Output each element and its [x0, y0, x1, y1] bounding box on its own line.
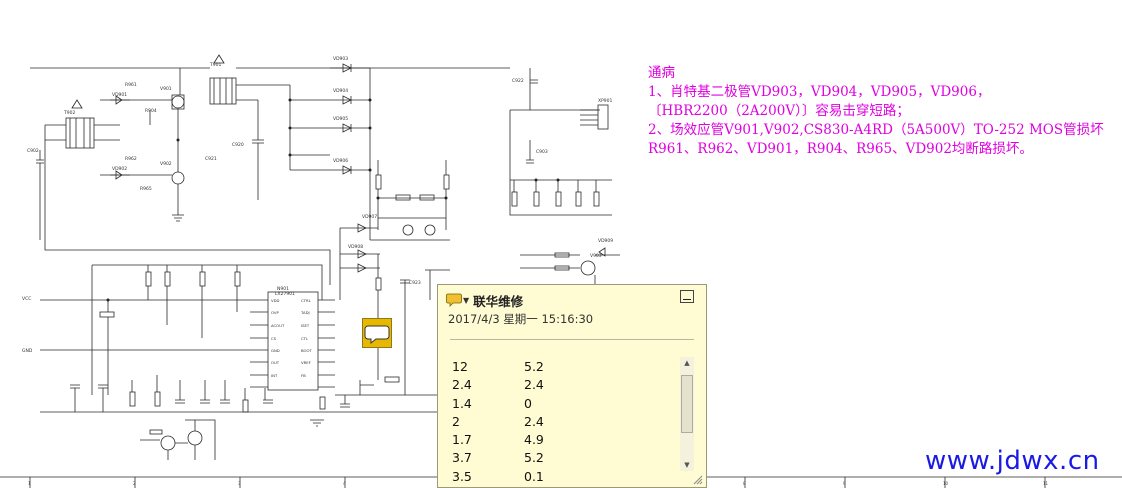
comment-header[interactable]: ▼ 联华维修 — [446, 291, 523, 309]
scroll-down-icon[interactable]: ▼ — [684, 461, 690, 469]
ic-pin-label: CTRL — [301, 298, 312, 303]
schematic-label: V901 — [160, 86, 172, 92]
schematic-label: V902 — [160, 161, 172, 167]
schematic-label: XP901 — [598, 98, 613, 104]
ruler-label: 11 — [1043, 481, 1049, 486]
ruler-label: 8 — [743, 481, 746, 486]
resize-grip-icon[interactable] — [693, 475, 703, 485]
schematic-label: C902 — [27, 148, 39, 154]
ic-pin-label: ACOUT — [271, 323, 285, 328]
schematic-label: R965 — [140, 186, 152, 192]
schematic-label: VD905 — [333, 116, 348, 122]
schematic-label: N901 — [277, 286, 289, 292]
schematic-label: R961 — [125, 82, 137, 88]
schematic-label: VCC — [22, 296, 31, 302]
comment-marker-icon[interactable] — [362, 318, 392, 348]
schematic-label: C920 — [232, 142, 244, 148]
schematic-label: R962 — [125, 156, 137, 162]
note-title: 通病 — [648, 65, 675, 81]
fault-note: 通病 1、肖特基二极管VD903，VD904，VD905，VD906， 〔HBR… — [648, 64, 1118, 159]
ic-pin-label: BOOT — [301, 348, 313, 353]
ic-pin-label: CS — [271, 336, 277, 341]
ic-pin-label: INT — [271, 373, 278, 378]
schematic-label: GND — [22, 348, 33, 354]
ruler-label: 3 — [238, 481, 241, 486]
ic-pin-label: OUT — [271, 360, 280, 365]
schematic-label: C903 — [536, 149, 548, 155]
schematic-label: C923 — [409, 280, 421, 286]
minimize-button[interactable] — [680, 290, 694, 303]
schematic-label: LX27901 — [275, 291, 295, 297]
schematic-label: VD908 — [348, 244, 363, 250]
schematic-label: VD904 — [333, 88, 348, 94]
schematic-label: T902 — [63, 110, 75, 116]
dropdown-arrow-icon[interactable]: ▼ — [463, 295, 470, 305]
note-line: 〔HBR2200（2A200V）〕容易击穿短路； — [648, 103, 910, 119]
ic-pin-label: VDD — [271, 298, 280, 303]
schematic-label: VD901 — [112, 92, 127, 98]
schematic-label: VD909 — [598, 238, 613, 244]
ruler-label: 9 — [843, 481, 846, 486]
schematic-label: VD903 — [333, 56, 348, 62]
schematic-label: C922 — [512, 78, 524, 84]
ic-pin-label: GND — [271, 348, 280, 353]
note-line: 2、场效应管V901,V902,CS830-A4RD（5A500V）TO-252… — [648, 122, 1104, 138]
ruler-label: 10 — [943, 481, 949, 486]
ruler-label: 4 — [343, 481, 346, 486]
ic-pin-label: VREF — [301, 360, 311, 365]
ic-pin-label: FB — [301, 373, 306, 378]
ruler-label: 2 — [133, 481, 136, 486]
ic-pin-label: ISET — [301, 323, 310, 328]
schematic-label: V903 — [590, 253, 602, 259]
comment-date: 2017/4/3 星期一 15:16:30 — [448, 312, 594, 326]
scroll-up-icon[interactable]: ▲ — [684, 359, 690, 367]
site-watermark: www.jdwx.cn — [925, 446, 1100, 476]
schematic-label: C921 — [205, 156, 217, 162]
ic-pin-label: CTL — [301, 336, 309, 341]
schematic-label: R904 — [145, 108, 157, 114]
comment-divider — [450, 339, 694, 340]
schematic-label: VD902 — [112, 166, 127, 172]
comment-footer — [438, 473, 706, 487]
schematic-label: T901 — [209, 62, 221, 68]
comment-scrollbar[interactable]: ▲ ▼ — [680, 357, 694, 471]
note-line: 1、肖特基二极管VD903，VD904，VD905，VD906， — [648, 84, 991, 100]
comment-author: 联华维修 — [473, 293, 524, 309]
ic-pin-label: TADJ — [300, 310, 310, 315]
schematic-label: VD907 — [362, 214, 377, 220]
schematic-label: VD906 — [333, 158, 348, 164]
note-line: R961、R962、VD901，R904、R965、VD902均断路损坏。 — [648, 141, 1033, 157]
ruler-label: 1 — [28, 481, 31, 486]
scrollbar-thumb[interactable] — [681, 375, 693, 433]
comment-bubble-icon — [446, 293, 462, 307]
ic-pin-label: OVP — [271, 310, 280, 315]
